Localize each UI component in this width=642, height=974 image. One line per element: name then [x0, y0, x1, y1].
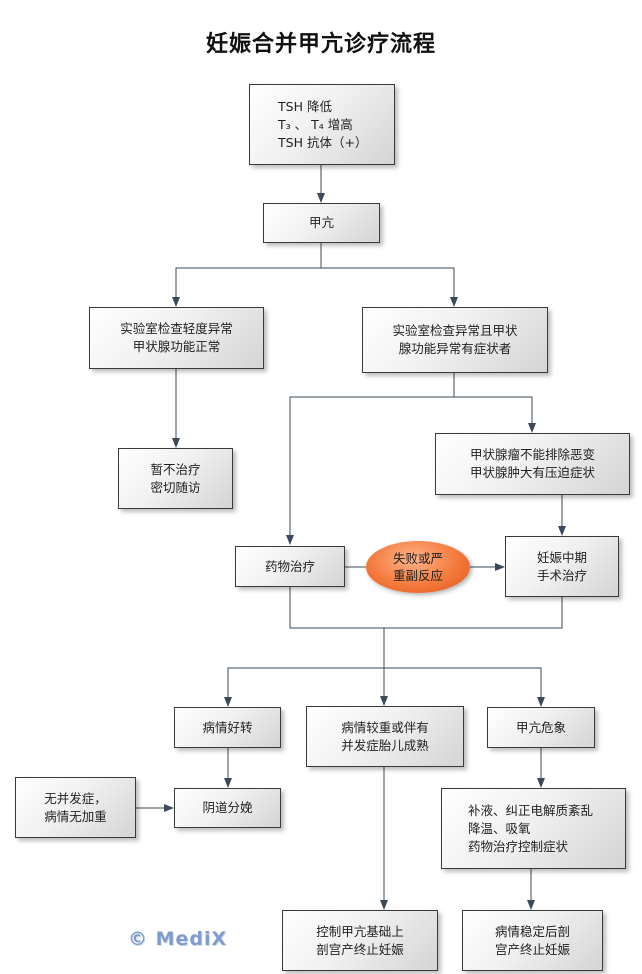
node-tumor-line-2: 甲状腺肿大有压迫症状	[469, 465, 595, 480]
node-improve-label: 病情好转	[202, 719, 253, 735]
line-hyper-split-right	[321, 267, 458, 307]
line-abnormal-to-tumor	[454, 396, 536, 433]
node-surgery-line-2: 手术治疗	[536, 567, 587, 583]
node-vaginal-delivery: 阴道分娩	[174, 788, 281, 828]
node-hyper-label: 甲亢	[308, 215, 334, 230]
node-hyperthyroidism: 甲亢	[263, 203, 380, 243]
node-severe-line-2: 并发症胎儿成熟	[341, 737, 429, 753]
node-cs2-line-2: 宫产终止妊娠	[494, 941, 570, 957]
line-hyper-split	[172, 243, 322, 307]
page-title: 妊娠合并甲亢诊疗流程	[205, 31, 436, 57]
node-surgery: 妊娠中期 手术治疗	[505, 536, 619, 597]
node-mild-abnormal: 实验室检查轻度异常 甲状腺功能正常	[89, 307, 264, 369]
node-cesarean-controlled: 控制甲亢基础上 剖宫产终止妊娠	[282, 910, 438, 971]
line-abnormal-to-drug	[286, 373, 455, 545]
node-nocomp-line-2: 病情无加重	[44, 808, 107, 824]
node-observe-line-2: 密切随访	[150, 479, 201, 495]
node-observe-line-1: 暂不治疗	[150, 461, 201, 477]
node-lab-line-1: TSH 降低	[278, 98, 332, 114]
node-lab-line-2: T₃ 、 T₄ 增高	[278, 116, 353, 132]
node-improvement: 病情好转	[174, 707, 281, 748]
node-lab-line-3: TSH 抗体（+）	[278, 134, 368, 150]
node-cs2-line-1: 病情稳定后剖	[494, 923, 570, 939]
node-drug-therapy: 药物治疗	[235, 546, 345, 587]
node-failure-side-effects: 失败或严 重副反应	[366, 541, 470, 593]
node-support-line-1: 补液、纠正电解质紊乱	[468, 802, 594, 818]
node-nocomp-line-1: 无并发症，	[44, 790, 107, 806]
node-lab-results: TSH 降低 T₃ 、 T₄ 增高 TSH 抗体（+）	[249, 84, 395, 165]
node-cs1-line-1: 控制甲亢基础上	[316, 923, 404, 939]
node-thyroid-crisis: 甲亢危象	[487, 707, 595, 748]
node-abnormal-line-2: 腺功能异常有症状者	[398, 341, 512, 356]
node-vaginal-label: 阴道分娩	[202, 800, 253, 815]
node-no-complications: 无并发症， 病情无加重	[15, 777, 136, 838]
node-surgery-line-1: 妊娠中期	[536, 549, 587, 565]
node-support-line-2: 降温、吸氧	[468, 820, 531, 836]
node-failure-line-2: 重副反应	[392, 568, 443, 583]
node-mild-line-2: 甲状腺功能正常	[132, 339, 221, 354]
node-abnormal-line-1: 实验室检查异常且甲状	[392, 323, 518, 338]
node-observe: 暂不治疗 密切随访	[118, 448, 233, 509]
node-drug-label: 药物治疗	[264, 558, 315, 574]
node-severe-line-1: 病情较重或伴有	[341, 719, 429, 735]
node-tumor-line-1: 甲状腺瘤不能排除恶变	[469, 447, 595, 462]
line-merge	[289, 587, 563, 629]
watermark-logo: © MediX	[128, 928, 228, 950]
node-cesarean-stable: 病情稳定后剖 宫产终止妊娠	[462, 910, 603, 971]
node-thyroid-tumor: 甲状腺瘤不能排除恶变 甲状腺肿大有压迫症状	[435, 433, 630, 495]
node-failure-line-1: 失败或严	[392, 551, 443, 566]
node-severe-condition: 病情较重或伴有 并发症胎儿成熟	[306, 706, 464, 767]
node-crisis-label: 甲亢危象	[515, 719, 566, 735]
node-mild-line-1: 实验室检查轻度异常	[120, 321, 233, 336]
node-cs1-line-2: 剖宫产终止妊娠	[316, 941, 404, 957]
node-abnormal-symptoms: 实验室检查异常且甲状 腺功能异常有症状者	[362, 307, 548, 373]
node-supportive-care: 补液、纠正电解质紊乱 降温、吸氧 药物治疗控制症状	[441, 788, 626, 869]
node-support-line-3: 药物治疗控制症状	[468, 838, 569, 854]
